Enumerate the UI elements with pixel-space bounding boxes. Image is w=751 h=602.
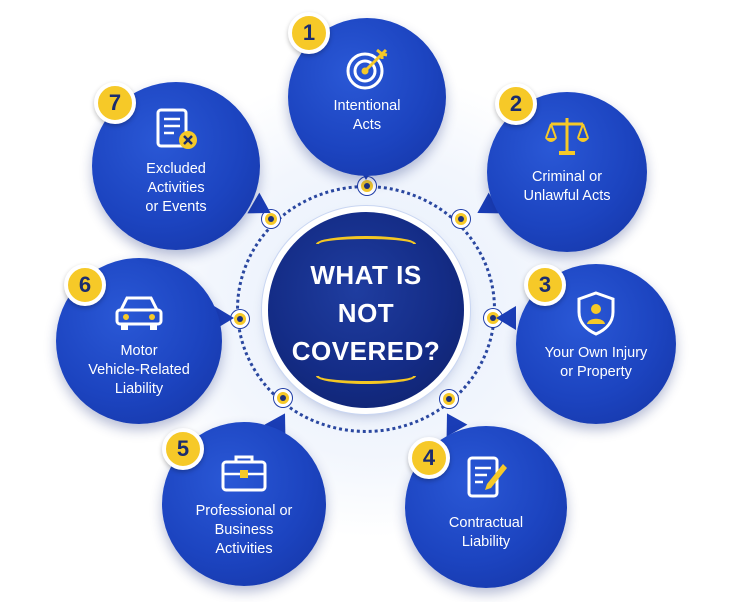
item-label-line: Criminal or <box>531 169 603 185</box>
connector-dot <box>231 310 249 328</box>
item-2-label: Criminal or Unlawful Acts <box>487 168 647 206</box>
item-4-label: Contractual Liability <box>405 514 567 552</box>
scales-icon <box>545 118 589 155</box>
contract-pen-icon <box>467 456 507 498</box>
center-top-arc <box>316 236 416 244</box>
item-2-number-badge: 2 <box>495 83 537 125</box>
item-label-line: Excluded <box>146 161 206 177</box>
center-title-line: COVERED? <box>291 336 441 366</box>
item-5-label: Professional or Business Activities <box>162 502 326 559</box>
connector-dot <box>484 309 502 327</box>
item-5-number-badge: 5 <box>162 428 204 470</box>
item-label-line: Activities <box>147 180 205 196</box>
item-3-label: Your Own Injury or Property <box>516 344 676 382</box>
item-3-number-badge: 3 <box>524 264 566 306</box>
briefcase-icon <box>221 455 267 492</box>
target-icon <box>346 48 388 90</box>
item-label-line: or Property <box>560 364 632 380</box>
item-label-line: Activities <box>215 541 273 557</box>
document-x-icon <box>156 108 197 149</box>
center-bottom-arc <box>316 376 416 384</box>
item-1-number-badge: 1 <box>288 12 330 54</box>
item-label-line: Your Own Injury <box>544 345 648 361</box>
item-6-label: Motor Vehicle-Related Liability <box>56 342 222 399</box>
shield-user-icon <box>577 291 615 336</box>
item-label-line: Intentional <box>333 98 401 114</box>
center-title-line: WHAT IS <box>310 260 422 290</box>
connector-dot <box>274 389 292 407</box>
item-label-line: Professional or <box>195 503 293 519</box>
item-label-line: Unlawful Acts <box>523 188 611 204</box>
item-label-line: Vehicle-Related <box>88 362 190 378</box>
item-1-label: Intentional Acts <box>288 97 446 135</box>
item-4-number-badge: 4 <box>408 437 450 479</box>
item-label-line: Liability <box>114 381 164 397</box>
bubble-tail <box>496 306 516 330</box>
item-7-label: Excluded Activities or Events <box>92 160 260 217</box>
item-6-number-badge: 6 <box>64 264 106 306</box>
item-7-number-badge: 7 <box>94 82 136 124</box>
item-label-line: Motor <box>120 343 158 359</box>
car-icon <box>115 296 163 330</box>
item-label-line: Liability <box>461 534 511 550</box>
center-circle: WHAT IS NOT COVERED? <box>268 212 464 408</box>
item-label-line: Business <box>214 522 274 538</box>
connector-dot <box>440 390 458 408</box>
connector-dot <box>262 210 280 228</box>
item-label-line: Contractual <box>448 515 524 531</box>
center-title: WHAT IS NOT COVERED? <box>268 256 464 370</box>
item-label-line: Acts <box>352 117 382 133</box>
connector-dot <box>452 210 470 228</box>
item-label-line: or Events <box>145 199 207 215</box>
center-title-line: NOT <box>337 298 395 328</box>
